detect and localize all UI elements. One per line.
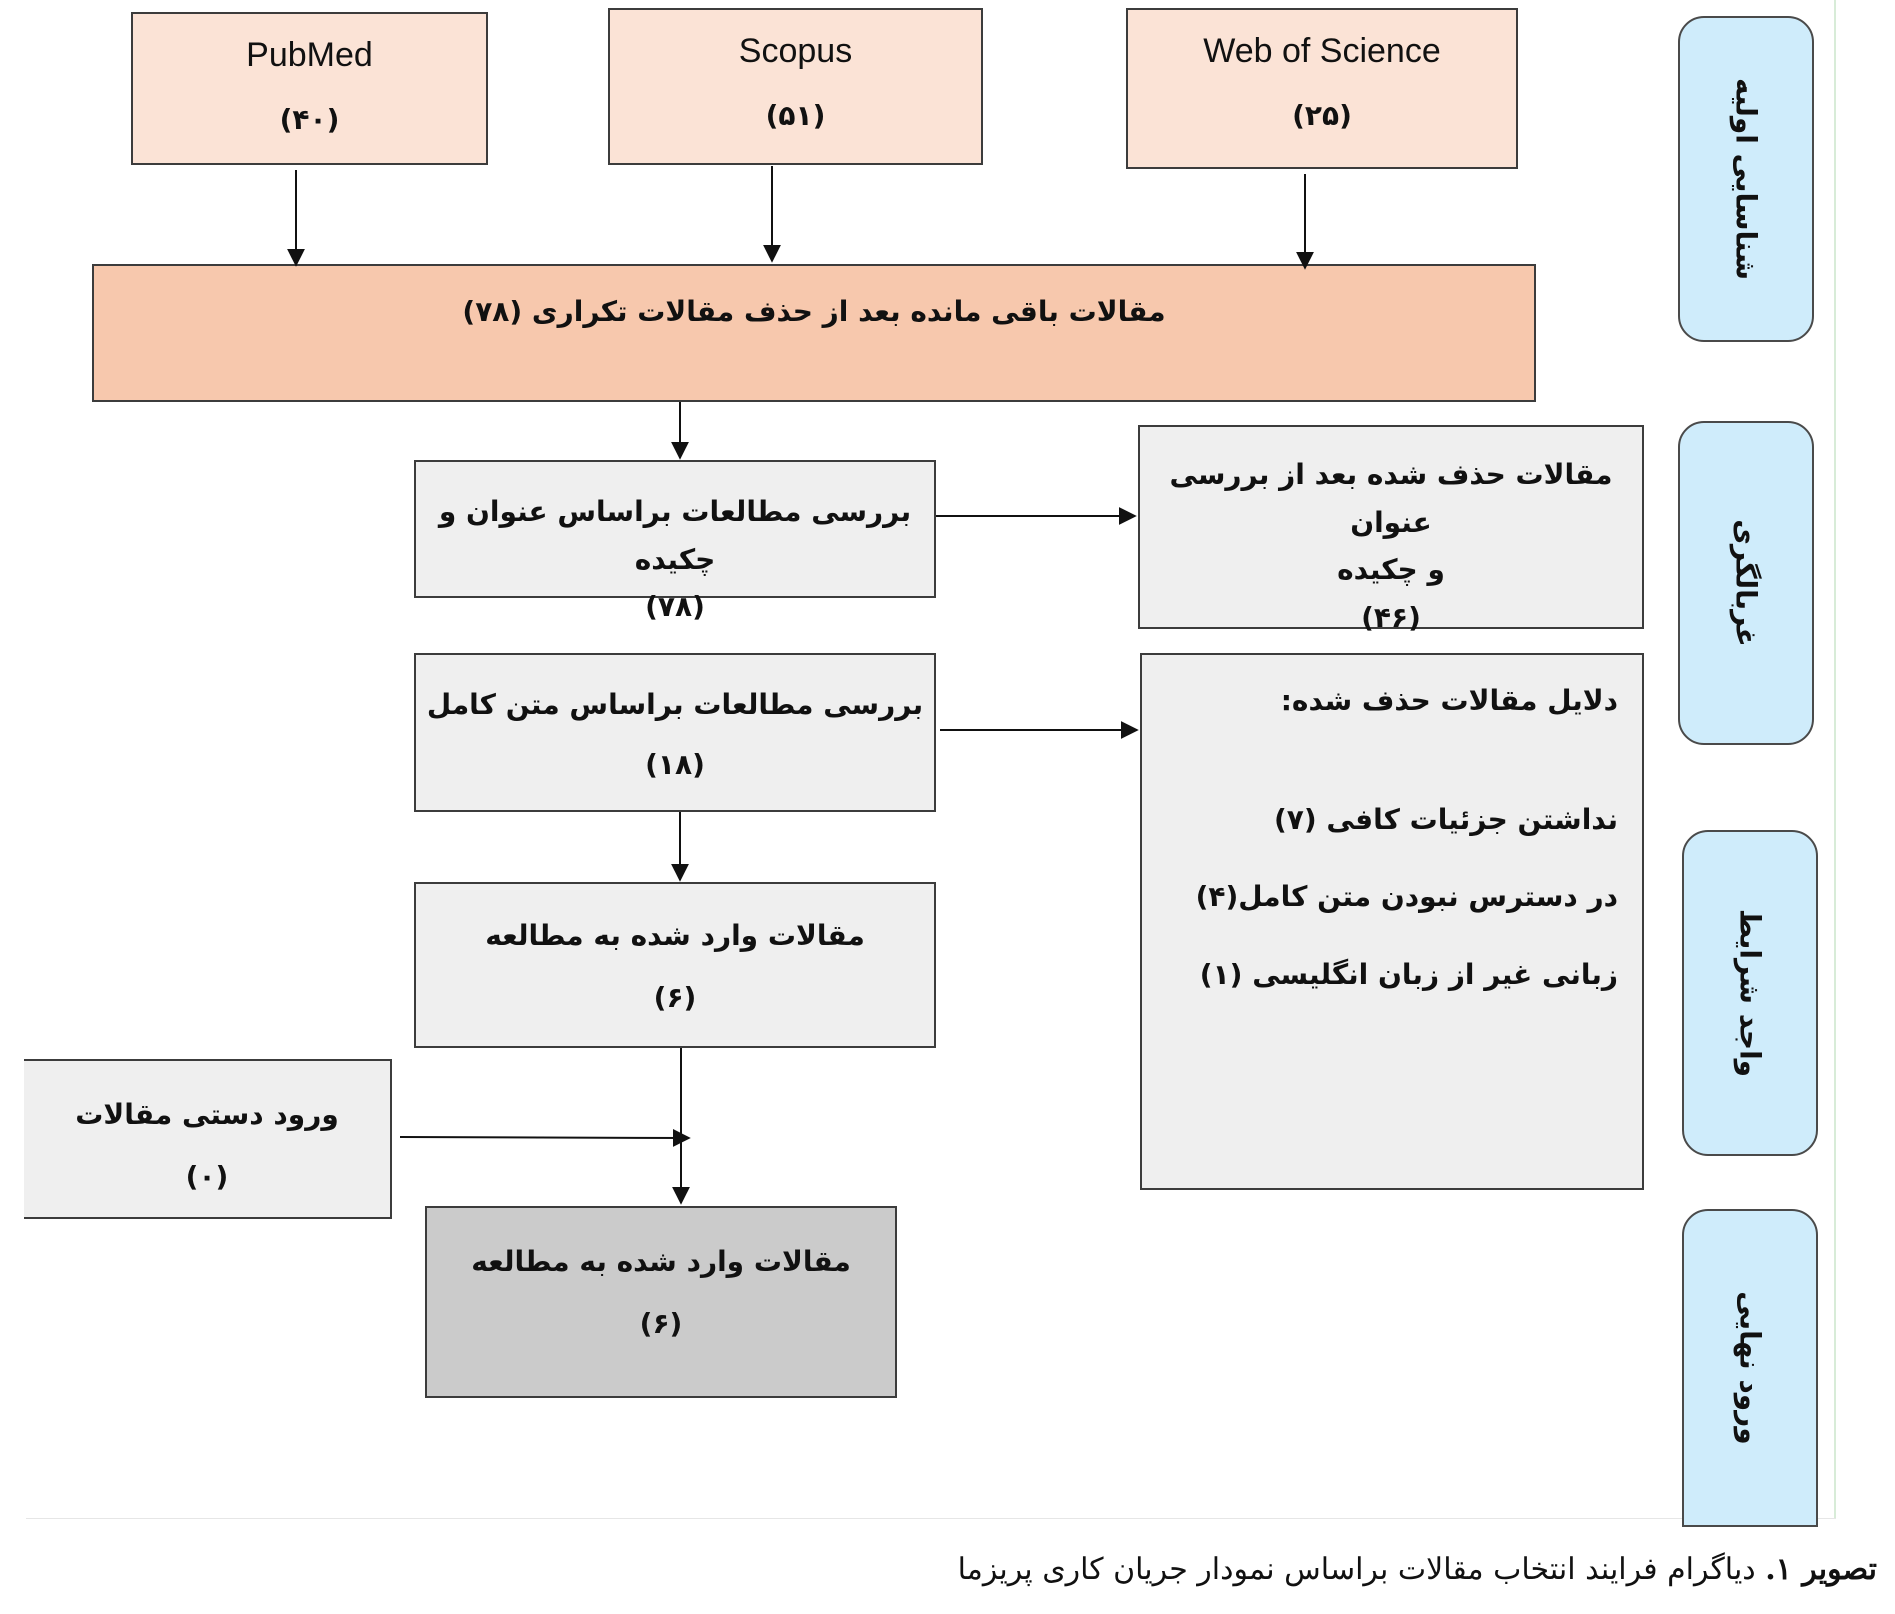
exclusion-item: زبانی غیر از زبان انگلیسی (۱)	[1199, 957, 1618, 991]
stage-identification: شناسایی اولیه	[1678, 16, 1814, 342]
page-right-border	[1834, 0, 1836, 1518]
after-duplicates-box: مقالات باقی مانده بعد از حذف مقالات تکرا…	[92, 264, 1536, 402]
final-included-box: مقالات وارد شده به مطالعه (۶)	[425, 1206, 897, 1398]
included-box: مقالات وارد شده به مطالعه (۶)	[414, 882, 936, 1048]
exclusion-reasons-box: دلایل مقالات حذف شده: نداشتن جزئیات کافی…	[1140, 653, 1644, 1190]
excluded-title-abstract-box: مقالات حذف شده بعد از بررسی عنوان و چکید…	[1138, 425, 1644, 634]
caption-label: تصویر ۱.	[1765, 1552, 1877, 1587]
figure-caption: تصویر ۱. دیاگرام فرایند انتخاب مقالات بر…	[7, 1552, 1877, 1587]
source-scopus-box: Scopus (۵۱)	[608, 8, 983, 165]
manual-entry-box: ورود دستی مقالات (۰)	[24, 1059, 392, 1219]
manual-count: (۰)	[185, 1159, 229, 1193]
exclusion-title: دلایل مقالات حذف شده:	[1280, 684, 1618, 717]
source-name: Web of Science	[1203, 32, 1441, 70]
source-count: (۵۱)	[765, 99, 826, 132]
source-count: (۲۵)	[1292, 99, 1352, 132]
included-label: مقالات وارد شده به مطالعه	[485, 919, 865, 952]
caption-text: دیاگرام فرایند انتخاب مقالات براساس نمود…	[957, 1552, 1766, 1587]
connector-arrows	[287, 166, 1314, 1205]
title-abstract-box: بررسی مطالعات براساس عنوان و چکیده (۷۸)	[414, 460, 936, 623]
final-count: (۶)	[639, 1306, 683, 1340]
final-label: مقالات وارد شده به مطالعه	[471, 1245, 851, 1278]
source-pubmed-box: PubMed (۴۰)	[131, 12, 488, 165]
stage-screening: غربالگری	[1678, 421, 1814, 745]
source-name: Scopus	[738, 32, 853, 70]
included-count: (۶)	[653, 980, 697, 1014]
title-abstract-label: بررسی مطالعات براساس عنوان و چکیده	[438, 495, 912, 576]
source-name: PubMed	[246, 36, 373, 74]
fulltext-box: بررسی مطالعات براساس متن کامل (۱۸)	[414, 653, 936, 812]
fulltext-count: (۱۸)	[645, 747, 705, 781]
source-count: (۴۰)	[279, 103, 340, 136]
manual-label: ورود دستی مقالات	[75, 1098, 339, 1131]
exclusion-item: نداشتن جزئیات کافی (۷)	[1273, 803, 1618, 837]
fulltext-label: بررسی مطالعات براساس متن کامل	[426, 688, 924, 721]
after-duplicates-text: مقالات باقی مانده بعد از حذف مقالات تکرا…	[462, 295, 1166, 328]
excluded-line1: مقالات حذف شده بعد از بررسی عنوان	[1169, 458, 1613, 539]
exclusion-item: در دسترس نبودن متن کامل(۴)	[1195, 880, 1618, 914]
source-wos-box: Web of Science (۲۵)	[1126, 8, 1518, 169]
stage-eligibility: واجد شرایط	[1682, 830, 1818, 1156]
arrow-manual-to-flow	[399, 1128, 691, 1147]
stage-included: ورود نهایی	[1682, 1209, 1818, 1527]
title-abstract-count: (۷۸)	[645, 590, 705, 624]
excluded-count: (۴۶)	[1361, 600, 1421, 634]
page-bottom-border	[26, 1518, 1836, 1519]
excluded-line2: و چکیده	[1337, 553, 1445, 587]
